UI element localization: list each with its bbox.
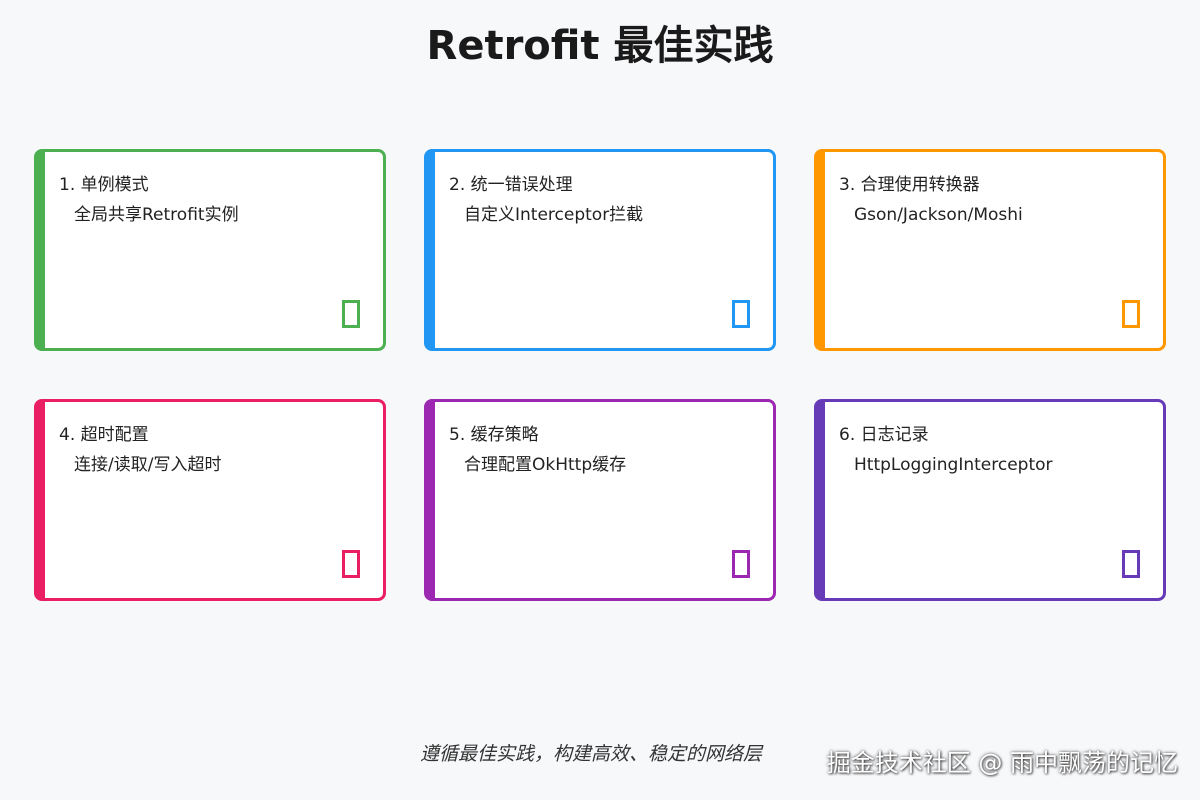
box-icon <box>1122 300 1140 328</box>
page-title: Retrofit 最佳实践 <box>426 23 774 69</box>
card-description: HttpLoggingInterceptor <box>854 455 1053 475</box>
card-singleton: 1. 单例模式 全局共享Retrofit实例 <box>34 149 386 351</box>
box-icon <box>342 550 360 578</box>
card-description: 自定义Interceptor拦截 <box>464 205 644 225</box>
card-timeout: 4. 超时配置 连接/读取/写入超时 <box>34 399 386 601</box>
card-heading: 1. 单例模式 <box>59 175 149 195</box>
box-icon <box>1122 550 1140 578</box>
card-description: 全局共享Retrofit实例 <box>74 205 239 225</box>
footer-note: 遵循最佳实践，构建高效、稳定的网络层 <box>420 743 763 765</box>
box-icon <box>732 300 750 328</box>
card-logging: 6. 日志记录 HttpLoggingInterceptor <box>814 399 1166 601</box>
card-converter: 3. 合理使用转换器 Gson/Jackson/Moshi <box>814 149 1166 351</box>
card-heading: 3. 合理使用转换器 <box>839 175 980 195</box>
card-heading: 5. 缓存策略 <box>449 425 539 445</box>
card-description: 连接/读取/写入超时 <box>74 455 222 475</box>
card-heading: 2. 统一错误处理 <box>449 175 573 195</box>
card-error-handling: 2. 统一错误处理 自定义Interceptor拦截 <box>424 149 776 351</box>
box-icon <box>732 550 750 578</box>
watermark: 掘金技术社区 @ 雨中飘荡的记忆 <box>826 749 1178 777</box>
card-heading: 4. 超时配置 <box>59 425 149 445</box>
card-heading: 6. 日志记录 <box>839 425 929 445</box>
card-cache: 5. 缓存策略 合理配置OkHttp缓存 <box>424 399 776 601</box>
card-description: Gson/Jackson/Moshi <box>854 205 1023 225</box>
card-description: 合理配置OkHttp缓存 <box>464 455 627 475</box>
box-icon <box>342 300 360 328</box>
